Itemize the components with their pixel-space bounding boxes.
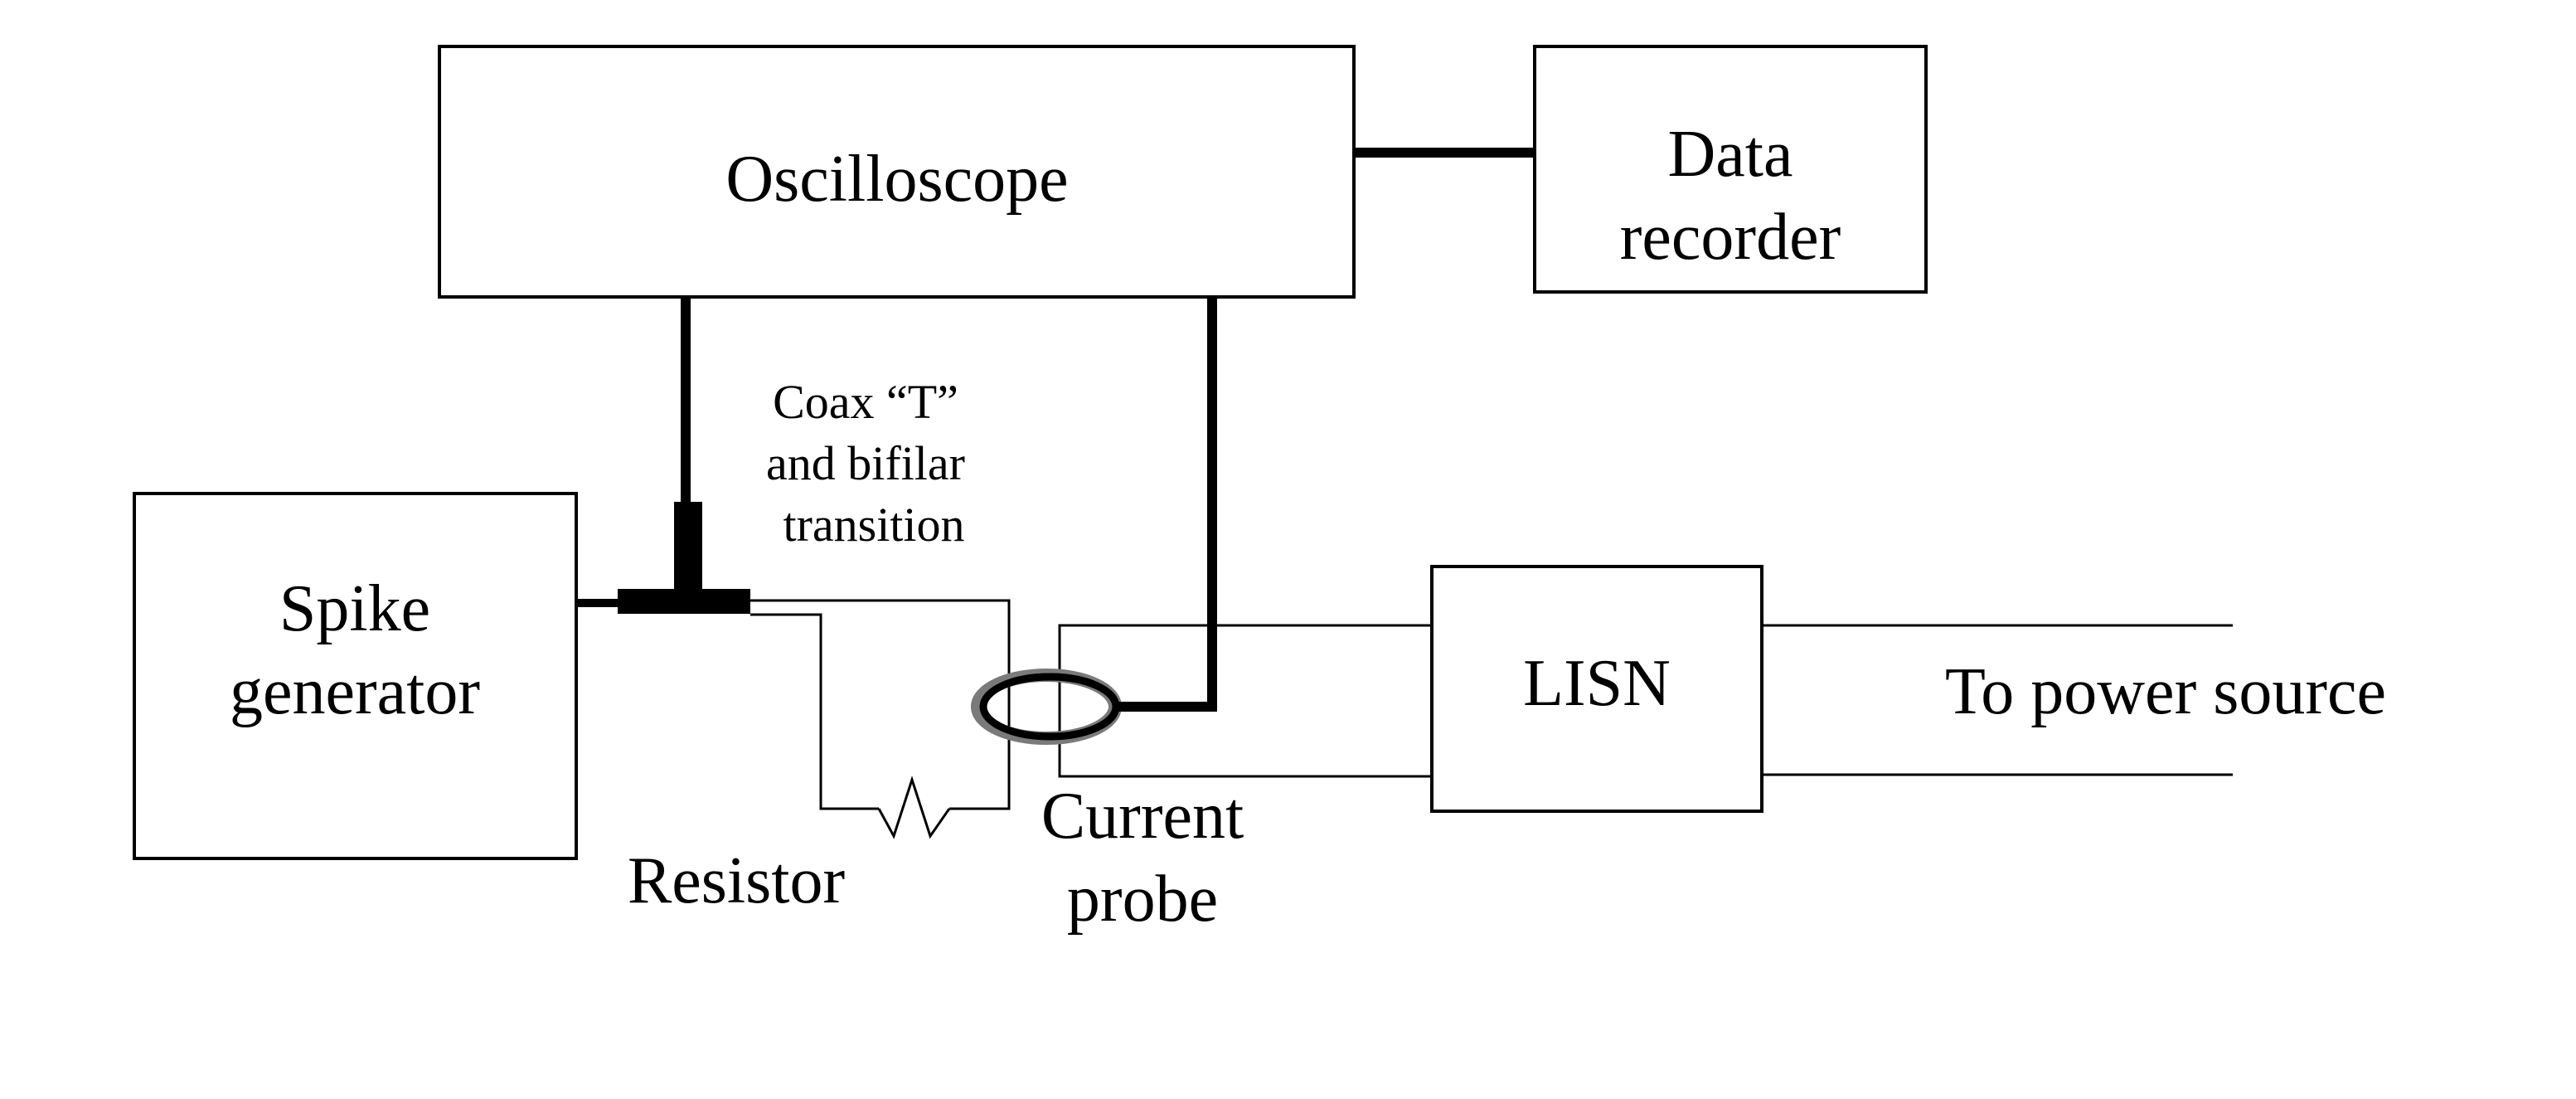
spike-generator-block: Spike generator bbox=[133, 492, 578, 860]
spike-generator-label-line2: generator bbox=[230, 655, 480, 728]
current-probe-ring bbox=[971, 669, 1122, 745]
resistor-label: Resistor bbox=[628, 844, 845, 917]
bifilar-upper-wire bbox=[750, 599, 1011, 810]
current-probe-annotation: Current probe bbox=[1041, 780, 1244, 936]
coax-t-annotation-line3: transition bbox=[783, 498, 964, 552]
current-probe-label-line1: Current bbox=[1041, 780, 1244, 853]
data-recorder-block: Data recorder bbox=[1533, 45, 1928, 294]
data-recorder-label-line2: recorder bbox=[1620, 201, 1841, 274]
resistor-symbol bbox=[877, 776, 951, 839]
coax-t-stem bbox=[674, 502, 702, 597]
lisn-block: LISN bbox=[1430, 565, 1763, 813]
power-source-label: To power source bbox=[1945, 655, 2386, 728]
current-probe-label-line2: probe bbox=[1067, 863, 1218, 936]
coax-t-annotation-line1: Coax “T” bbox=[773, 375, 958, 429]
oscilloscope-label: Oscilloscope bbox=[725, 143, 1068, 216]
coax-t-annotation: Coax “T” and bifilar transition bbox=[766, 375, 965, 552]
oscilloscope-block: Oscilloscope bbox=[438, 45, 1356, 299]
coax-t-annotation-line2: and bifilar bbox=[766, 436, 965, 490]
lisn-label: LISN bbox=[1523, 647, 1671, 720]
coax-t-crossbar bbox=[618, 589, 750, 614]
data-recorder-label-line1: Data bbox=[1667, 118, 1793, 191]
current-probe-cable bbox=[1115, 297, 1217, 712]
spike-generator-label-line1: Spike bbox=[279, 572, 430, 645]
bifilar-lower-wire bbox=[750, 613, 879, 810]
